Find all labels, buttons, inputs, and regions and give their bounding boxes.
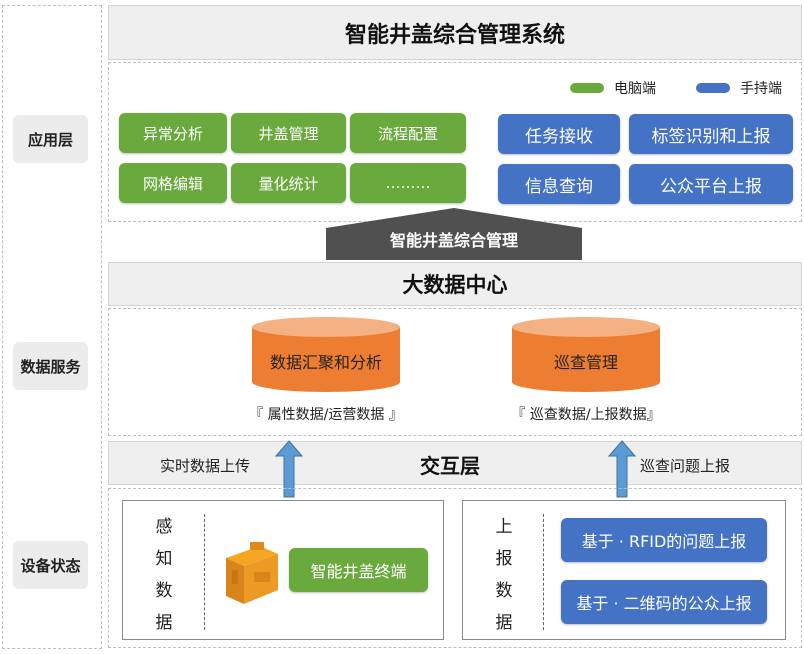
module-task-receive: 任务接收 — [498, 114, 620, 154]
database-1-note: 『 属性数据/运营数据 』 — [249, 407, 403, 423]
qrcode-report-item: 基于 · 二维码的公众上报 — [561, 580, 767, 624]
arrow-banner-label: 智能井盖综合管理 — [389, 231, 518, 250]
report-char-4: 据 — [495, 613, 513, 633]
database-2-note: 『 巡查数据/上报数据』 — [511, 407, 661, 423]
module-abnormal-analysis: 异常分析 — [119, 113, 227, 153]
layer-label-device: 设备状态 — [13, 541, 88, 589]
report-char-1: 上 — [495, 517, 513, 537]
sensing-char-4: 据 — [155, 613, 173, 633]
legend-pc-swatch — [570, 83, 604, 93]
manhole-terminal-device-icon — [226, 542, 278, 604]
sensing-char-2: 知 — [155, 549, 173, 569]
interaction-layer-title: 交互层 — [420, 454, 480, 478]
database-cylinder-2 — [512, 317, 660, 392]
module-info-query: 信息查询 — [498, 164, 620, 204]
report-char-3: 数 — [495, 581, 513, 601]
module-process-config: 流程配置 — [350, 113, 466, 153]
module-grid-edit: 网格编辑 — [119, 163, 227, 203]
device-layer-panel — [108, 488, 802, 648]
data-center-title: 大数据中心 — [108, 262, 802, 306]
reporting-divider — [543, 514, 544, 630]
rfid-report-item: 基于 · RFID的问题上报 — [561, 518, 767, 562]
legend-handheld-swatch — [696, 83, 730, 93]
module-quant-stats: 量化统计 — [231, 163, 346, 203]
legend-pc-label: 电脑端 — [614, 81, 656, 97]
upload-arrow-left — [275, 440, 303, 498]
upload-arrow-right — [608, 440, 636, 498]
module-cover-management: 井盖管理 — [231, 113, 346, 153]
data-layer-panel — [108, 308, 802, 436]
legend-handheld-label: 手持端 — [740, 81, 782, 97]
smart-cover-terminal: 智能井盖终端 — [289, 548, 428, 592]
database-1-label: 数据汇聚和分析 — [269, 353, 382, 372]
sensing-char-3: 数 — [155, 581, 173, 601]
inspection-report-note: 巡查问题上报 — [640, 457, 731, 475]
sensing-divider — [204, 514, 205, 630]
realtime-upload-note: 实时数据上传 — [160, 457, 251, 475]
arrow-banner-shape — [326, 208, 582, 260]
module-tag-recognition: 标签识别和上报 — [629, 114, 793, 154]
database-cylinder-1 — [252, 317, 400, 392]
sensing-char-1: 感 — [155, 517, 173, 537]
report-char-2: 报 — [495, 549, 513, 569]
module-public-report: 公众平台上报 — [629, 164, 793, 204]
layer-label-app: 应用层 — [13, 115, 88, 163]
database-2-label: 巡查管理 — [553, 353, 618, 372]
module-more: ……… — [350, 163, 466, 203]
interaction-layer-band — [108, 441, 802, 485]
layer-label-column — [2, 5, 102, 649]
layer-label-data: 数据服务 — [13, 342, 88, 390]
system-title: 智能井盖综合管理系统 — [108, 5, 802, 60]
